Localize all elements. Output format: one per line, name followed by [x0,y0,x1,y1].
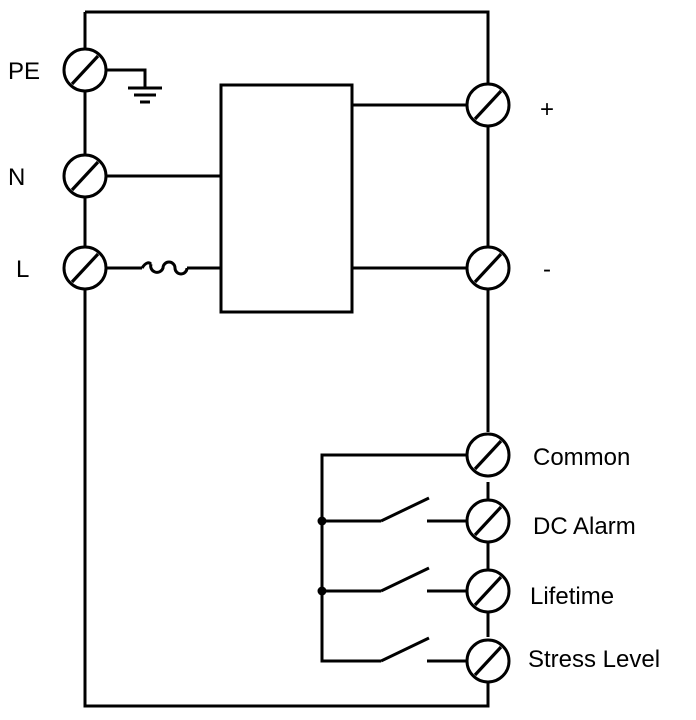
n-label: N [8,164,25,191]
signal-common-bus [320,453,467,663]
terminal-lifetime [465,568,511,614]
minus-label: - [543,256,551,283]
terminal-pe [62,47,108,93]
power-converter-block [219,83,354,314]
junction-dot [317,516,327,526]
stress-level-switch [380,636,430,663]
stress-level-label: Stress Level [528,646,660,673]
terminal-stress-level [465,638,511,684]
terminal-plus [465,82,511,128]
lifetime-switch [380,566,430,593]
fuse-symbol [140,260,221,276]
ground-symbol [104,68,162,104]
l-label: L [16,256,29,283]
enclosure-outline [83,10,490,708]
plus-label: + [540,96,554,123]
dc-alarm-label: DC Alarm [533,513,636,540]
terminal-common [465,432,511,478]
common-label: Common [533,444,630,471]
terminal-n [62,153,108,199]
terminal-minus [465,245,511,291]
terminal-l [62,245,108,291]
lifetime-label: Lifetime [530,583,614,610]
terminal-dc-alarm [465,498,511,544]
junction-dot [317,586,327,596]
dc-alarm-switch [380,496,430,523]
pe-label: PE [8,58,40,85]
